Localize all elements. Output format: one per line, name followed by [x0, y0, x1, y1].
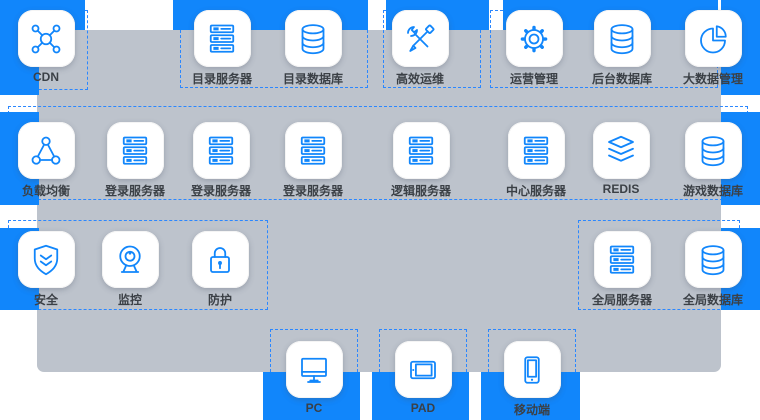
node-dir-server-label: 目录服务器: [191, 72, 252, 86]
server-icon: [204, 21, 240, 57]
node-game-db: [684, 122, 742, 179]
node-mgmt: [505, 10, 563, 67]
node-pc-label: PC: [305, 401, 323, 415]
phone-icon: [514, 352, 550, 388]
server-icon: [604, 242, 640, 278]
lock-icon: [202, 242, 238, 278]
lb-icon: [28, 133, 64, 169]
node-global-server-label: 全局服务器: [591, 293, 652, 307]
node-redis-label: REDIS: [602, 182, 640, 196]
database-icon: [695, 242, 731, 278]
gear-icon: [516, 21, 552, 57]
database-icon: [695, 133, 731, 169]
node-redis: [592, 122, 650, 179]
node-dir-server: [193, 10, 251, 67]
node-monitoring-label: 监控: [117, 293, 142, 307]
monitor-icon: [296, 352, 332, 388]
node-pad-label: PAD: [410, 401, 436, 415]
node-bigdata-label: 大数据管理: [682, 72, 743, 86]
node-security: [17, 231, 75, 288]
node-global-db-label: 全局数据库: [682, 293, 743, 307]
node-bigdata: [684, 10, 742, 67]
server-icon: [203, 133, 239, 169]
node-login-server-1-label: 登录服务器: [104, 184, 165, 198]
database-icon: [295, 21, 331, 57]
tablet-icon: [405, 352, 441, 388]
node-cdn: [17, 10, 75, 67]
node-login-server-3: [284, 122, 342, 179]
tools-icon: [402, 21, 438, 57]
node-mobile-label: 移动端: [513, 403, 550, 417]
node-mobile: [503, 341, 561, 398]
node-center-server-label: 中心服务器: [505, 184, 566, 198]
node-login-server-2: [192, 122, 250, 179]
node-cdn-label: CDN: [33, 70, 59, 84]
node-load-balancer: [17, 122, 75, 179]
server-icon: [518, 133, 554, 169]
webcam-icon: [112, 242, 148, 278]
node-game-db-label: 游戏数据库: [682, 184, 743, 198]
node-backend-db-label: 后台数据库: [591, 72, 652, 86]
node-logic-server: [392, 122, 450, 179]
node-mgmt-label: 运营管理: [509, 72, 558, 86]
cdn-icon: [28, 21, 64, 57]
node-dir-db: [284, 10, 342, 67]
node-login-server-2-label: 登录服务器: [190, 184, 251, 198]
server-icon: [117, 133, 153, 169]
server-icon: [295, 133, 331, 169]
shield-icon: [28, 242, 64, 278]
node-login-server-1: [106, 122, 164, 179]
node-logic-server-label: 逻辑服务器: [390, 184, 451, 198]
node-pad: [394, 341, 452, 398]
node-load-balancer-label: 负载均衡: [21, 184, 70, 198]
pie-icon: [695, 21, 731, 57]
node-ops: [391, 10, 449, 67]
node-pc: [285, 341, 343, 398]
node-protection-label: 防护: [207, 293, 232, 307]
node-monitoring: [101, 231, 159, 288]
node-global-server: [593, 231, 651, 288]
node-dir-db-label: 目录数据库: [282, 72, 343, 86]
node-security-label: 安全: [33, 293, 58, 307]
node-login-server-3-label: 登录服务器: [282, 184, 343, 198]
node-global-db: [684, 231, 742, 288]
node-protection: [191, 231, 249, 288]
node-ops-label: 高效运维: [395, 72, 444, 86]
node-backend-db: [593, 10, 651, 67]
redis-icon: [603, 133, 639, 169]
server-icon: [403, 133, 439, 169]
database-icon: [604, 21, 640, 57]
node-center-server: [507, 122, 565, 179]
